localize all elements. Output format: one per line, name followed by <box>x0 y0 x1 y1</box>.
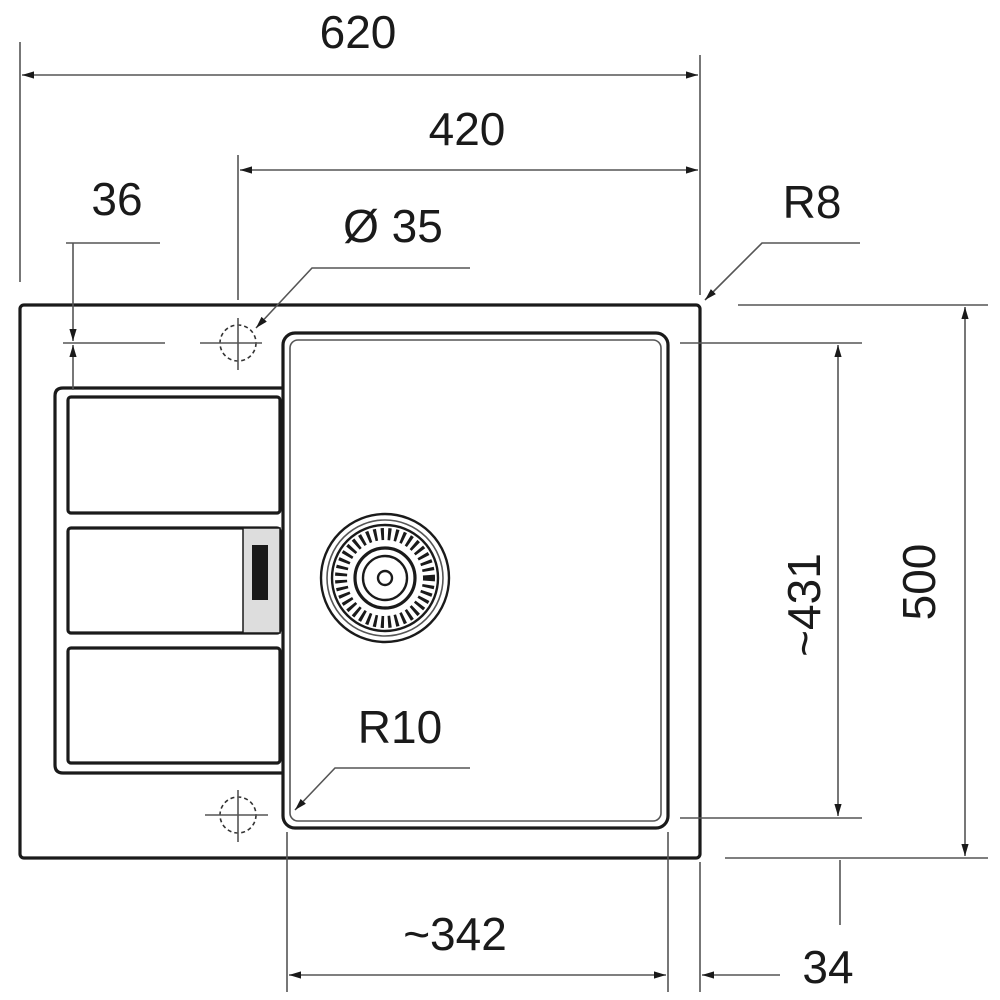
dimension-tap-offset: 36 <box>63 173 165 390</box>
label-34: 34 <box>802 941 853 993</box>
label-r10: R10 <box>358 701 442 753</box>
label-r8: R8 <box>783 176 842 228</box>
label-500: 500 <box>893 544 945 621</box>
dimension-bowl-width: ~342 <box>286 832 669 992</box>
dimension-tap-hole-diameter: Ø 35 <box>255 200 470 329</box>
label-342: ~342 <box>403 908 507 960</box>
dimension-bowl-radius: R10 <box>294 701 470 811</box>
label-36: 36 <box>91 173 142 225</box>
drain-strainer-icon <box>319 512 451 644</box>
tap-hole-top-icon <box>200 318 262 370</box>
label-620: 620 <box>320 6 397 58</box>
sink-outline <box>18 303 702 860</box>
label-420: 420 <box>429 103 506 155</box>
dimension-rim-width: 34 <box>699 860 854 993</box>
dimension-bowl-height: ~431 <box>680 342 862 819</box>
dimension-overall-width: 620 <box>19 6 701 295</box>
tap-hole-bottom-icon <box>205 790 268 842</box>
label-431: ~431 <box>778 553 830 657</box>
dimension-bowl-offset: 420 <box>237 103 698 300</box>
label-diameter-35: Ø 35 <box>343 200 443 252</box>
bowl <box>281 331 670 830</box>
drainer <box>53 386 283 775</box>
dimension-outer-radius: R8 <box>704 176 860 301</box>
dimension-overall-depth: 500 <box>725 304 988 859</box>
